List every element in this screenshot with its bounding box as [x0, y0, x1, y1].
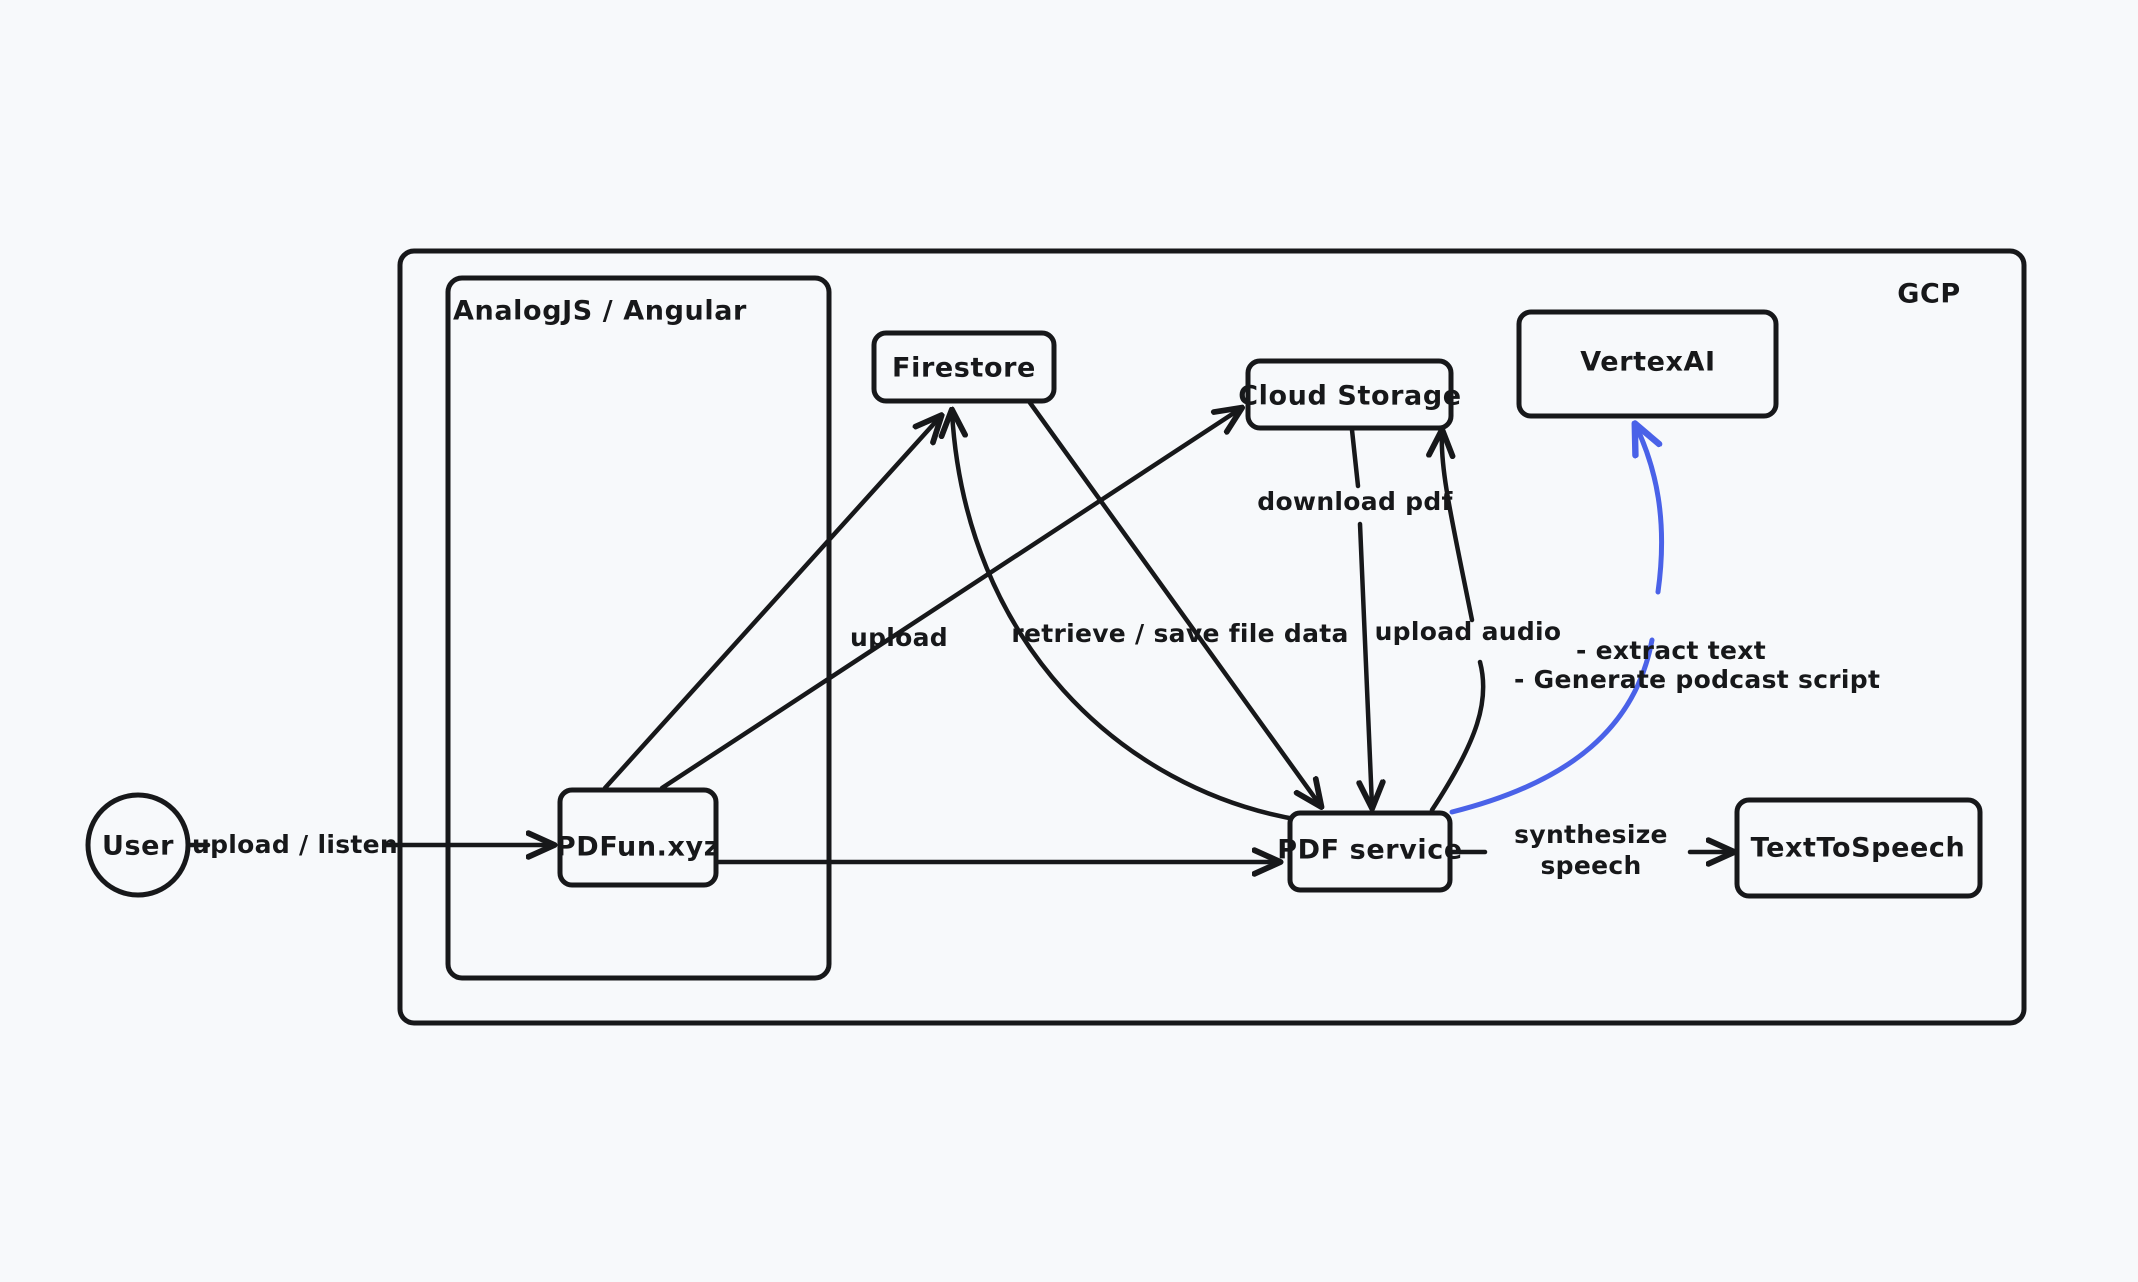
- edge-label-retrieve-save: retrieve / save file data: [1011, 619, 1348, 648]
- edge-line: [952, 412, 1303, 823]
- pdf-service-label: PDF service: [1277, 835, 1463, 866]
- pdfun-box[interactable]: [557, 787, 719, 888]
- node-user[interactable]: User: [85, 792, 191, 898]
- edge-line-blue: [1449, 637, 1655, 815]
- cloud-storage-box[interactable]: [1245, 358, 1454, 431]
- texttospeech-box[interactable]: [1734, 797, 1983, 899]
- edge-label-upload: upload: [850, 623, 948, 652]
- analogjs-label: AnalogJS / Angular: [453, 296, 747, 327]
- user-circle[interactable]: [85, 792, 191, 898]
- edge-line: [1025, 397, 1320, 805]
- edge-firestore-to-pdf-service: [1025, 397, 1320, 805]
- vertexai-label: VertexAI: [1580, 347, 1715, 378]
- edge-pdf-service-to-vertexai: - extract text - Generate podcast script: [1449, 426, 1880, 815]
- pdfun-label: PDFun.xyz: [556, 832, 720, 863]
- pdf-service-box[interactable]: [1287, 810, 1453, 893]
- edge-label-download-pdf: download pdf: [1257, 487, 1453, 516]
- gcp-boundary: [397, 248, 2027, 1026]
- analogjs-boundary: [445, 275, 832, 981]
- edge-pdfun-to-firestore: [602, 417, 940, 791]
- edge-line: [1429, 659, 1486, 813]
- user-label: User: [102, 831, 174, 862]
- edge-pdf-service-to-cloud-storage: upload audio: [1375, 432, 1562, 813]
- edge-line: [1442, 432, 1475, 623]
- edge-label-upload-listen: upload / listen: [192, 830, 398, 859]
- texttospeech-label: TextToSpeech: [1751, 833, 1966, 864]
- node-cloud-storage[interactable]: Cloud Storage: [1238, 358, 1461, 431]
- edge-line: [659, 409, 1240, 791]
- edge-pdf-service-to-texttospeech: synthesize speech: [1447, 820, 1732, 880]
- edge-pdf-service-to-firestore: retrieve / save file data: [952, 412, 1348, 823]
- edge-label-extract-text: - extract text: [1576, 636, 1766, 665]
- edge-label-synthesize: synthesize: [1514, 820, 1668, 849]
- edge-line: [1360, 521, 1372, 806]
- container-analogjs: AnalogJS / Angular: [445, 275, 832, 981]
- edge-line: [602, 417, 940, 791]
- node-texttospeech[interactable]: TextToSpeech: [1734, 797, 1983, 899]
- node-pdf-service[interactable]: PDF service: [1277, 810, 1463, 893]
- edge-label-upload-audio: upload audio: [1375, 617, 1562, 646]
- edge-label-speech: speech: [1540, 851, 1641, 880]
- gcp-label: GCP: [1897, 279, 1961, 310]
- container-gcp: GCP: [397, 248, 2027, 1026]
- edge-line: [1349, 427, 1361, 489]
- firestore-label: Firestore: [892, 353, 1036, 384]
- node-firestore[interactable]: Firestore: [871, 330, 1057, 404]
- edge-pdfun-to-cloud-storage: upload: [659, 409, 1240, 791]
- edge-cloud-storage-to-pdf-service: download pdf: [1257, 427, 1453, 806]
- edge-user-to-pdfun: upload / listen: [185, 830, 552, 859]
- cloud-storage-label: Cloud Storage: [1238, 381, 1461, 412]
- firestore-box[interactable]: [871, 330, 1057, 404]
- node-vertexai[interactable]: VertexAI: [1516, 309, 1779, 419]
- edge-line-blue: [1636, 426, 1665, 595]
- node-pdfun[interactable]: PDFun.xyz: [556, 787, 720, 888]
- vertexai-box[interactable]: [1516, 309, 1779, 419]
- edge-label-generate-script: - Generate podcast script: [1514, 665, 1880, 694]
